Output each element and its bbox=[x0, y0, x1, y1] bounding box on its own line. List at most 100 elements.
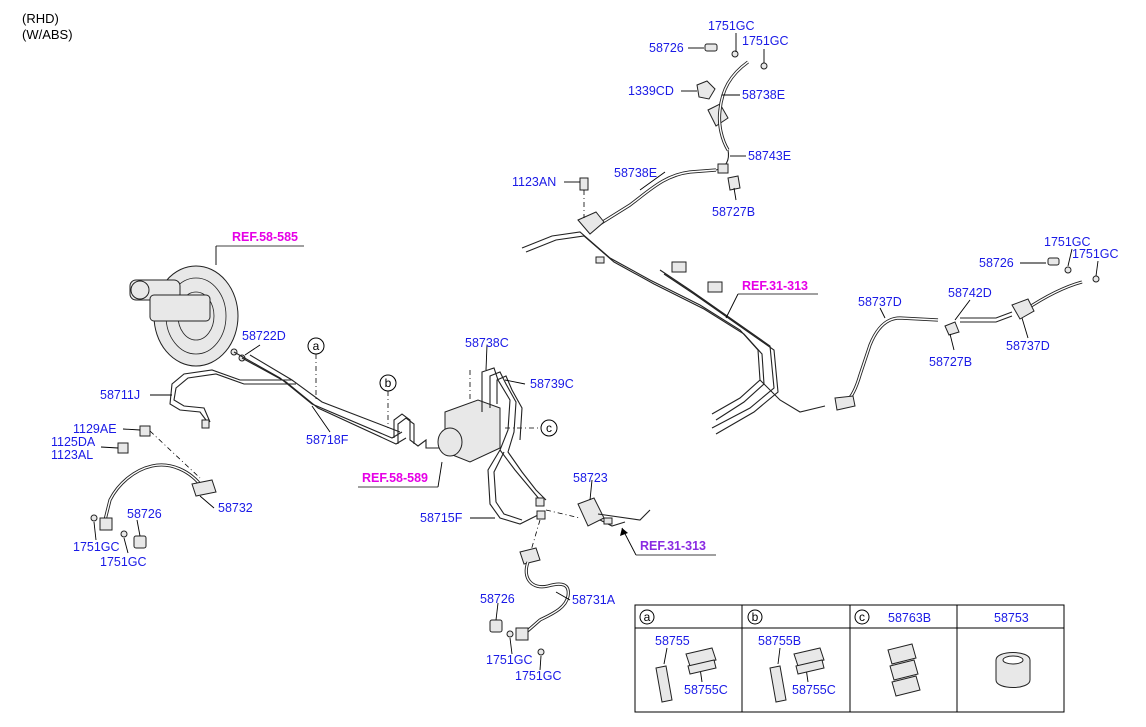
bracket-icon bbox=[191, 479, 217, 497]
master-to-abs-pipes bbox=[169, 351, 440, 449]
part-label: 58727B bbox=[929, 355, 972, 369]
part-label: 58726 bbox=[480, 592, 515, 606]
clip-icon bbox=[944, 321, 960, 336]
callout-c-label: c bbox=[546, 421, 552, 435]
parts-legend-table: a b c 58763B 58753 58755 58755C 58755B 5… bbox=[634, 604, 1065, 713]
cap-icon bbox=[760, 62, 768, 70]
callout-b-label: b bbox=[385, 376, 392, 390]
right-hose-assembly bbox=[834, 257, 1100, 411]
callout-b: b bbox=[379, 374, 397, 428]
legend-cell-part: 58755C bbox=[684, 683, 728, 697]
legend-header-part: 58753 bbox=[994, 611, 1029, 625]
caliper-fitting-icon bbox=[99, 517, 113, 531]
part-label: 58743E bbox=[748, 149, 791, 163]
part-label: 58739C bbox=[530, 377, 574, 391]
part-label: 58726 bbox=[649, 41, 684, 55]
callout-a-label: a bbox=[313, 339, 320, 353]
caliper-fitting-icon bbox=[515, 627, 529, 641]
part-label: 1751GC bbox=[1072, 247, 1119, 261]
bracket-icon bbox=[519, 547, 541, 565]
bleeder-screw-icon bbox=[489, 619, 503, 633]
callout-a: a bbox=[307, 337, 325, 400]
part-label: 1751GC bbox=[742, 34, 789, 48]
top-hose-assembly bbox=[521, 43, 826, 435]
part-label: 1751GC bbox=[486, 653, 533, 667]
part-label: 1751GC bbox=[1044, 235, 1091, 249]
bolt-icon bbox=[579, 177, 589, 191]
part-label: 58732 bbox=[218, 501, 253, 515]
ref-58-585[interactable]: REF.58-585 bbox=[232, 230, 298, 244]
leader-lines bbox=[93, 33, 1099, 671]
part-label: 1125DA bbox=[51, 435, 96, 449]
ref-58-589[interactable]: REF.58-589 bbox=[362, 471, 428, 485]
cap-icon bbox=[731, 50, 739, 58]
cap-icon bbox=[1064, 266, 1072, 274]
legend-cell-part: 58755C bbox=[792, 683, 836, 697]
cap-icon bbox=[120, 530, 128, 538]
left-hose-assembly bbox=[90, 425, 217, 549]
legend-header-letter: a bbox=[644, 610, 651, 624]
brake-booster bbox=[129, 265, 246, 367]
legend-cell-part: 58755B bbox=[758, 634, 801, 648]
bolt-icon bbox=[139, 425, 151, 437]
clip-a-icon bbox=[655, 665, 673, 703]
clip-b-icon bbox=[769, 665, 787, 703]
part-label: 58737D bbox=[858, 295, 902, 309]
note-rhd: (RHD) bbox=[22, 11, 59, 26]
bolt-icon bbox=[696, 80, 716, 100]
part-label: 58723 bbox=[573, 471, 608, 485]
part-label: 1339CD bbox=[628, 84, 674, 98]
clip-c-icon bbox=[687, 659, 717, 675]
part-label: 58715F bbox=[420, 511, 463, 525]
cap-icon bbox=[506, 630, 514, 638]
part-label: 58737D bbox=[1006, 339, 1050, 353]
clip-58763b-icon bbox=[889, 659, 919, 681]
fitting-icon bbox=[536, 510, 546, 520]
part-label: 58718F bbox=[306, 433, 349, 447]
part-label: 58727B bbox=[712, 205, 755, 219]
ref-31-313-top[interactable]: REF.31-313 bbox=[742, 279, 808, 293]
clip-58763b-icon bbox=[891, 675, 921, 697]
abs-unit bbox=[437, 367, 651, 555]
bolt-icon bbox=[117, 442, 129, 454]
abs-motor-icon bbox=[437, 427, 463, 457]
legend-header-letter: b bbox=[752, 610, 759, 624]
cap-icon bbox=[90, 514, 98, 522]
legend-header-part: 58763B bbox=[888, 611, 931, 625]
part-label: 1751GC bbox=[73, 540, 120, 554]
part-label: 58722D bbox=[242, 329, 286, 343]
part-label: 58726 bbox=[127, 507, 162, 521]
part-label: 58738E bbox=[742, 88, 785, 102]
fitting-icon bbox=[603, 517, 613, 525]
part-label: 58742D bbox=[948, 286, 992, 300]
clip-58763b-icon bbox=[887, 643, 917, 665]
part-label: 1123AL bbox=[51, 448, 93, 462]
bracket-icon bbox=[834, 395, 856, 411]
bleeder-screw-icon bbox=[704, 43, 718, 52]
fitting-icon bbox=[201, 419, 210, 429]
clip-c-icon bbox=[795, 659, 825, 675]
bracket-icon bbox=[1011, 298, 1035, 320]
part-label: 1123AN bbox=[512, 175, 556, 189]
callout-c: c bbox=[540, 419, 558, 437]
part-label: 58711J bbox=[100, 388, 140, 402]
connector-icon bbox=[671, 261, 687, 273]
part-label: 1751GC bbox=[515, 669, 562, 683]
part-label: 1751GC bbox=[100, 555, 147, 569]
fitting-icon bbox=[717, 163, 729, 174]
part-label: 58738E bbox=[614, 166, 657, 180]
ref-31-313-bottom[interactable]: REF.31-313 bbox=[640, 539, 706, 553]
connector-icon bbox=[707, 281, 723, 293]
cap-icon bbox=[1092, 275, 1100, 283]
bottom-hose-assembly bbox=[489, 547, 570, 656]
bracket-icon bbox=[577, 497, 605, 527]
part-label: 1129AE bbox=[73, 422, 117, 436]
bleeder-screw-icon bbox=[1047, 257, 1060, 266]
part-label: 58738C bbox=[465, 336, 509, 350]
reservoir-cap-icon bbox=[130, 280, 150, 300]
bleeder-screw-icon bbox=[133, 535, 147, 549]
master-cylinder-icon bbox=[149, 294, 211, 322]
clip-icon bbox=[727, 175, 741, 191]
cap-icon bbox=[537, 648, 545, 656]
